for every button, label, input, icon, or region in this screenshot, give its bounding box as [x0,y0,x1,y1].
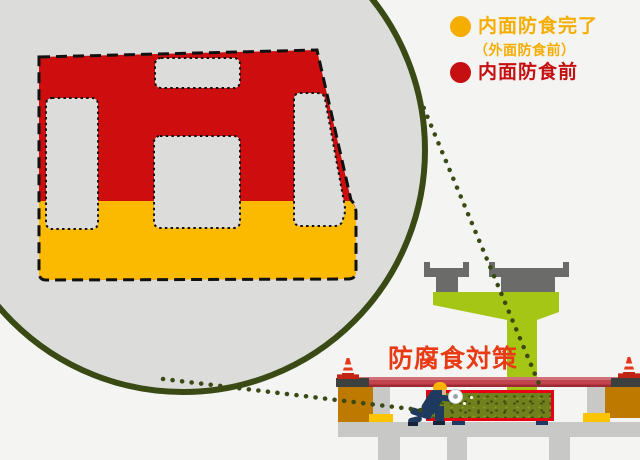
bearing-block-left [369,414,393,423]
top-notch-cell [154,57,241,89]
support-column-left [373,387,390,415]
grinder-disc [448,389,463,404]
worker-figure [407,380,468,428]
center-cell [153,135,241,229]
lower-pier-3 [549,437,570,460]
worker-front-leg [435,406,444,423]
legend-label-completed: 内面防食完了 [478,16,599,37]
lower-pier-2 [447,437,467,460]
traffic-cone-right [618,357,640,378]
lower-pier-1 [378,437,400,460]
right-platform [611,378,640,387]
red-status-dot [450,62,471,83]
steel-girder-right-web [501,277,555,292]
worker-helmet [433,382,447,390]
spark-1 [466,387,469,390]
deck-edge-band [338,377,640,387]
steel-girder-left-web [436,277,458,292]
worker-back-shoe [408,422,418,426]
cross-section-hollow-cells [45,57,346,230]
legend-sublabel-completed: （外面防食前） [474,42,576,58]
worker-face [442,390,446,395]
steel-girder-right-flange [489,268,569,277]
cross-section-yellow-zone [39,201,356,280]
legend-item-before: 内面防食前 [450,62,578,83]
cross-section-outer-outline [37,48,358,282]
support-column-right [587,387,605,414]
steel-girder-right-lip-b [563,262,569,277]
left-platform [336,378,369,387]
equipment-box-left [338,387,373,423]
grinder-hub [453,394,458,399]
spark-3 [463,402,466,405]
right-cell [293,92,346,227]
steel-girder-left-lip-b [463,262,469,277]
callout-title: 防腐食対策 [388,345,519,373]
legend-label-before: 内面防食前 [478,62,579,83]
steel-girder-right-lip-a [489,262,495,277]
steel-girder-left-lip-a [424,262,430,277]
equipment-box-right [605,387,640,418]
traffic-cone-left [337,358,359,379]
left-cell [45,97,99,230]
yellow-status-dot [450,16,471,37]
legend-item-completed: 内面防食完了 [450,16,598,37]
bearing-block-right [583,413,610,422]
spark-2 [470,396,473,399]
worker-front-shoe [433,421,445,425]
lower-beam [338,422,640,437]
